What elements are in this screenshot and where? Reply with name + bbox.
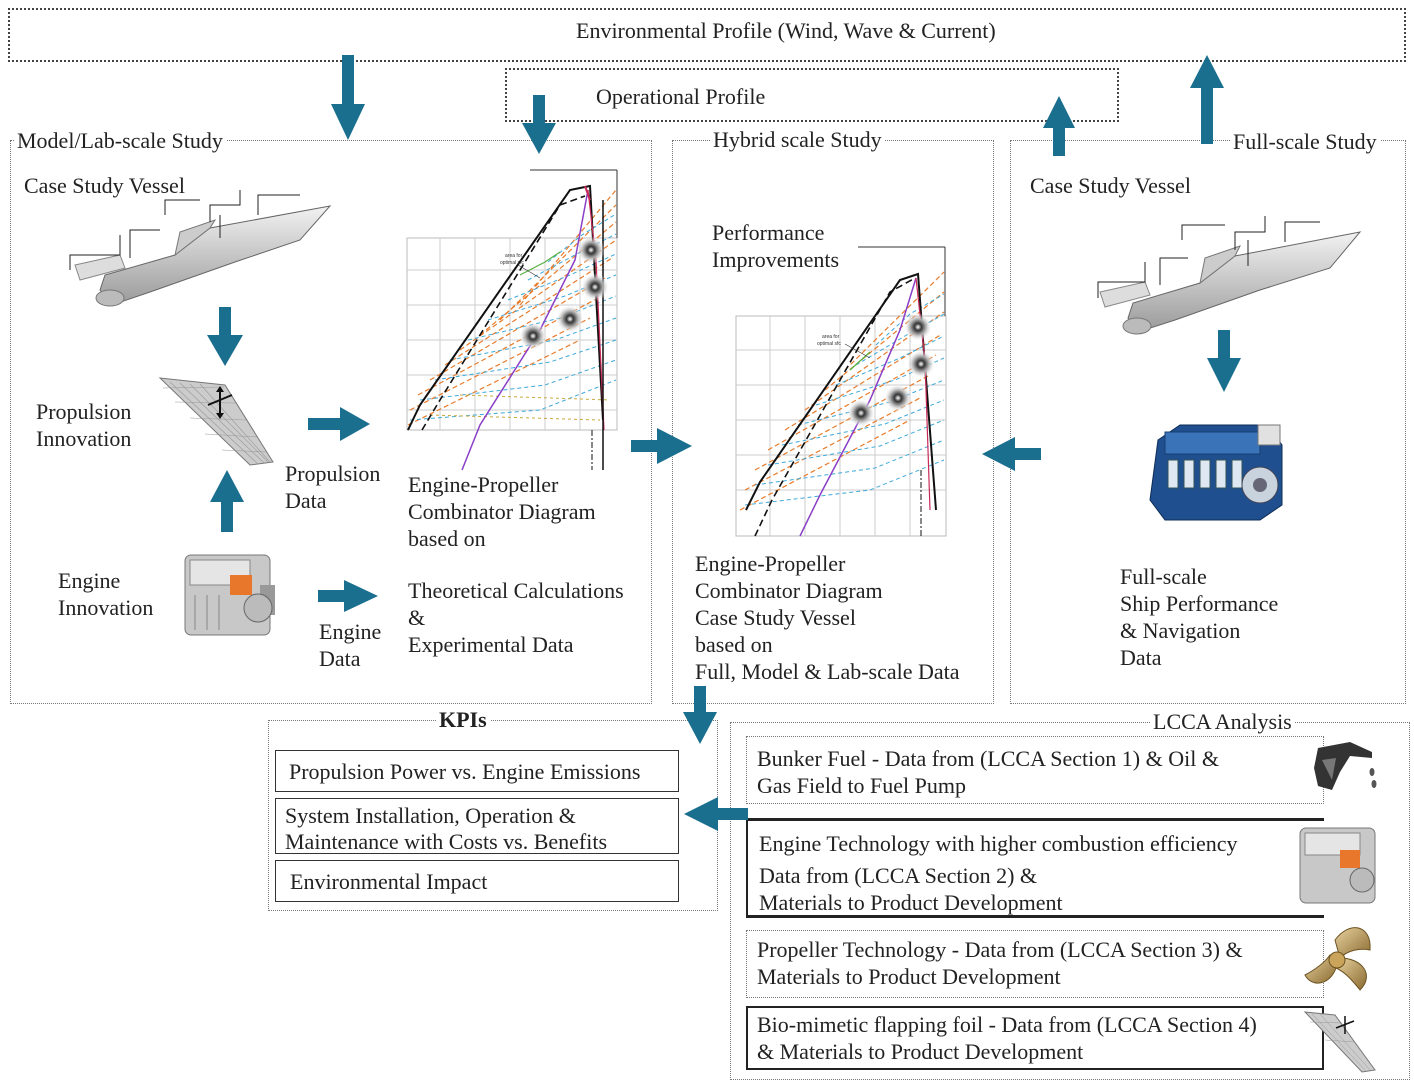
model-study-panel bbox=[10, 140, 652, 704]
hybrid-combinator-diagram: area for optimal sfc bbox=[735, 246, 947, 537]
lcca-item-4-line1: Bio-mimetic flapping foil - Data from (L… bbox=[757, 1012, 1257, 1037]
op-profile-label: Operational Profile bbox=[596, 84, 766, 109]
arrow-left-lcca-kpi bbox=[684, 797, 748, 831]
arrow-up-op bbox=[1043, 96, 1075, 156]
model-ship-image bbox=[69, 190, 332, 307]
flapping-foil-image bbox=[158, 377, 274, 466]
lcca-item-2-line2: Data from (LCCA Section 2) & bbox=[759, 863, 1038, 888]
hybrid-caption-5: Full, Model & Lab-scale Data bbox=[695, 659, 960, 684]
engine-innovation-line2: Innovation bbox=[58, 595, 154, 620]
kpi-item-2-line2: Maintenance with Costs vs. Benefits bbox=[285, 829, 608, 854]
fuel-nozzle-icon bbox=[1314, 742, 1377, 790]
propulsion-innovation-line2: Innovation bbox=[36, 426, 132, 451]
lcca-item-2 bbox=[746, 818, 1324, 918]
full-vessel-label: Case Study Vessel bbox=[1030, 173, 1191, 198]
kpi-item-2-line1: System Installation, Operation & bbox=[285, 803, 576, 828]
engine-image-model bbox=[184, 554, 275, 636]
lcca-item-1-line1: Bunker Fuel - Data from (LCCA Section 1)… bbox=[757, 746, 1219, 771]
arrow-right-propulsion bbox=[308, 407, 370, 441]
full-caption-1: Full-scale bbox=[1120, 564, 1207, 589]
performance-line2: Improvements bbox=[712, 247, 840, 272]
lcca-item-2-line3: Materials to Product Development bbox=[759, 890, 1063, 915]
lcca-item-4 bbox=[746, 1006, 1324, 1070]
model-diagram-caption-2: Combinator Diagram bbox=[408, 499, 596, 524]
kpi-item-1 bbox=[275, 750, 679, 792]
flapping-foil-icon bbox=[1303, 1011, 1376, 1073]
engine-innovation-line1: Engine bbox=[58, 568, 121, 593]
performance-line1: Performance bbox=[712, 220, 825, 245]
lcca-item-2-line1: Engine Technology with higher combustion… bbox=[759, 831, 1238, 856]
full-caption-4: Data bbox=[1120, 645, 1162, 670]
theory-line2: & bbox=[408, 605, 426, 630]
kpi-item-1-text: Propulsion Power vs. Engine Emissions bbox=[289, 759, 641, 784]
full-caption-3: & Navigation bbox=[1120, 618, 1241, 643]
lcca-item-1-line2: Gas Field to Fuel Pump bbox=[757, 773, 967, 798]
arrow-right-engine bbox=[318, 580, 378, 612]
arrow-down-hybrid-kpi bbox=[683, 686, 717, 744]
arrow-right-to-hybrid bbox=[631, 428, 692, 464]
arrow-down-full-ship bbox=[1207, 330, 1241, 392]
hybrid-caption-3: Case Study Vessel bbox=[695, 605, 856, 630]
env-profile-box bbox=[8, 8, 1406, 62]
propeller-icon bbox=[1304, 927, 1371, 991]
hybrid-area-label-1: area for bbox=[822, 334, 840, 340]
hybrid-caption-1: Engine-Propeller bbox=[695, 551, 846, 576]
theory-line3: Experimental Data bbox=[408, 632, 574, 657]
engine-data-line1: Engine bbox=[319, 619, 382, 644]
arrow-down-env-model bbox=[331, 55, 365, 140]
engine-small-icon bbox=[1299, 827, 1376, 904]
full-caption-2: Ship Performance bbox=[1120, 591, 1279, 616]
full-ship-image bbox=[1097, 216, 1362, 335]
model-area-label-1: area for bbox=[505, 253, 523, 259]
hybrid-caption-2: Combinator Diagram bbox=[695, 578, 883, 603]
arrow-up-env bbox=[1190, 55, 1224, 144]
model-area-label-2: optimal sfc bbox=[500, 260, 524, 266]
arrow-left-from-full bbox=[982, 437, 1041, 471]
engine-image-full bbox=[1149, 424, 1283, 521]
full-study-title: Full-scale Study bbox=[1230, 129, 1380, 155]
engine-data-line2: Data bbox=[319, 646, 361, 671]
op-profile-box bbox=[505, 68, 1119, 122]
hybrid-area-label-2: optimal sfc bbox=[817, 341, 841, 347]
model-study-title: Model/Lab-scale Study bbox=[14, 128, 226, 154]
propulsion-innovation-line1: Propulsion bbox=[36, 399, 132, 424]
model-combinator-diagram: area for optimal sfc bbox=[406, 169, 618, 471]
hybrid-caption-4: based on bbox=[695, 632, 773, 657]
hybrid-study-title: Hybrid scale Study bbox=[710, 127, 885, 153]
lcca-panel bbox=[730, 722, 1410, 1080]
kpi-item-2 bbox=[275, 798, 679, 854]
model-diagram-caption-3: based on bbox=[408, 526, 486, 551]
kpi-item-3-text: Environmental Impact bbox=[290, 869, 488, 894]
lcca-item-3-line1: Propeller Technology - Data from (LCCA S… bbox=[757, 937, 1243, 962]
lcca-item-3-line2: Materials to Product Development bbox=[757, 964, 1061, 989]
kpi-item-3 bbox=[275, 860, 679, 902]
model-vessel-label: Case Study Vessel bbox=[24, 173, 185, 198]
env-profile-label: Environmental Profile (Wind, Wave & Curr… bbox=[576, 18, 996, 43]
propulsion-data-line1: Propulsion bbox=[285, 461, 381, 486]
lcca-item-4-line2: & Materials to Product Development bbox=[757, 1039, 1084, 1064]
kpis-title: KPIs bbox=[436, 707, 490, 733]
model-diagram-caption-1: Engine-Propeller bbox=[408, 472, 559, 497]
arrow-down-op-model bbox=[522, 95, 556, 154]
theory-line1: Theoretical Calculations bbox=[408, 578, 624, 603]
arrow-up-engine bbox=[210, 470, 244, 532]
lcca-title: LCCA Analysis bbox=[1150, 709, 1295, 735]
propulsion-data-line2: Data bbox=[285, 488, 327, 513]
arrow-down-ship bbox=[207, 307, 243, 366]
